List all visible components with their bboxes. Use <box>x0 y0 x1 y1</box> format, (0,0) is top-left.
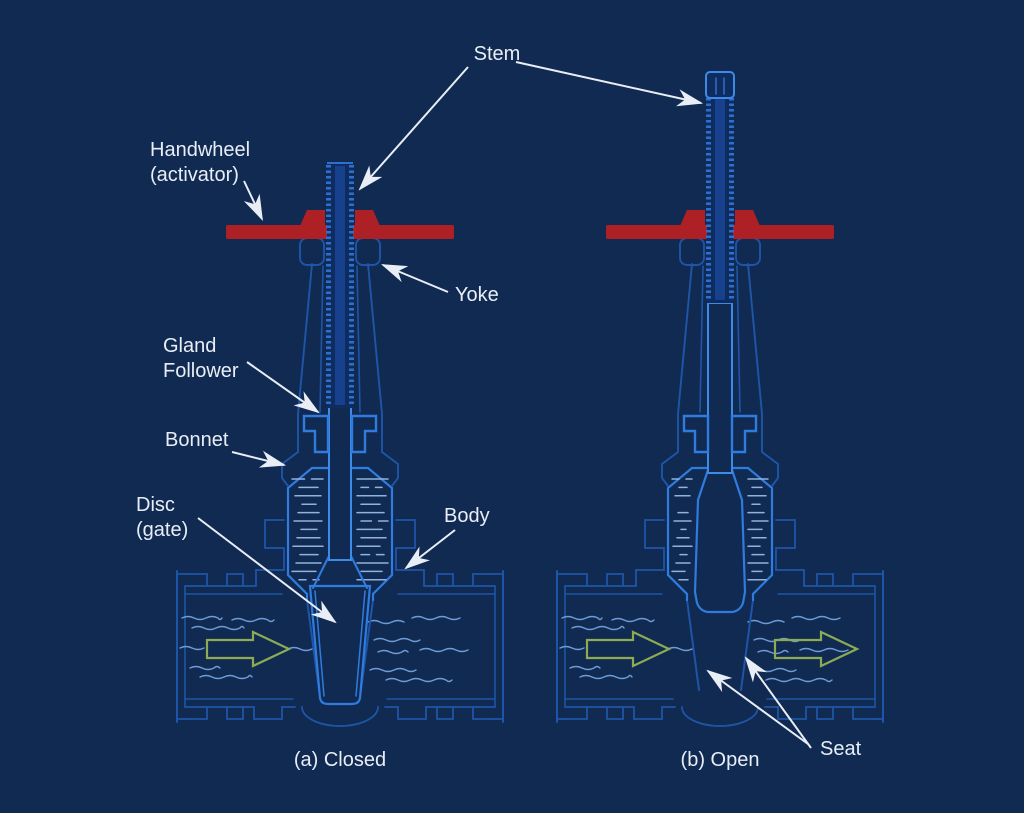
valve-closed <box>176 162 504 727</box>
arrow-stem-left <box>358 66 469 191</box>
arrow-stem-right <box>515 61 704 107</box>
stem <box>705 71 735 303</box>
label-disc-gate: Disc(gate) <box>136 494 188 541</box>
arrow-disc <box>197 517 337 624</box>
arrow-seat-2 <box>744 656 812 749</box>
arrow-yoke <box>380 264 449 293</box>
label-caption-b: (b) Open <box>681 749 760 771</box>
label-yoke: Yoke <box>455 284 499 306</box>
stem <box>326 162 354 408</box>
label-caption-a: (a) Closed <box>294 749 386 771</box>
arrow-bonnet <box>231 450 287 468</box>
label-seat: Seat <box>820 738 862 760</box>
label-handwheel: Handwheel(activator) <box>150 139 250 186</box>
arrow-handwheel <box>243 180 263 221</box>
label-stem: Stem <box>474 43 521 65</box>
arrow-seat-1 <box>706 669 809 745</box>
valve-open <box>556 71 884 727</box>
label-body: Body <box>444 505 490 527</box>
annotation-arrows <box>197 61 812 749</box>
arrow-body <box>404 529 456 570</box>
label-bonnet: Bonnet <box>165 429 229 451</box>
disc-raised <box>693 302 747 614</box>
arrow-gland <box>246 361 320 414</box>
